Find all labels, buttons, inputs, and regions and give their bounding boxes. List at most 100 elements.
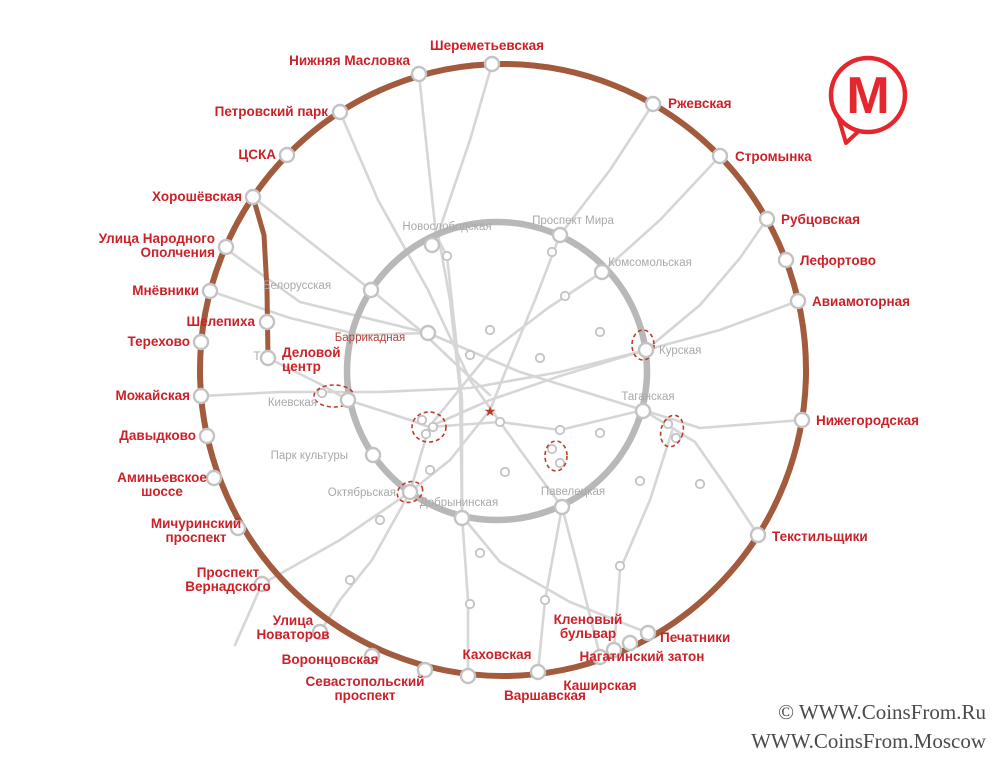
station-label-prospekt-mira: Проспект Мира xyxy=(532,215,614,227)
metro-line-3 xyxy=(220,244,760,537)
station-dot-petrovsky-park xyxy=(331,103,349,121)
junction-dot xyxy=(374,514,386,526)
station-dot-nizhnyaya-maslovka xyxy=(410,65,428,83)
station-dot-nizhegorodskaya xyxy=(793,411,811,429)
junction-dot xyxy=(464,598,476,610)
station-dot-mnyovniki xyxy=(201,282,219,300)
station-dot-kiyevskaya xyxy=(339,391,357,409)
station-dot-oktyabrskaya xyxy=(401,483,419,501)
metro-line-12 xyxy=(208,289,430,337)
station-dot-nagatinsky-zaton xyxy=(621,634,639,652)
station-dot-aminyevskoye-shosse xyxy=(205,469,223,487)
watermark-line-1: © WWW.CoinsFrom.Ru xyxy=(778,700,986,724)
metro-line-9 xyxy=(251,195,492,397)
bkl-branch xyxy=(250,194,271,361)
watermark-line-2: WWW.CoinsFrom.Moscow xyxy=(751,729,986,753)
junction-dot xyxy=(594,427,606,439)
junction-dot xyxy=(662,418,674,430)
junction-dot xyxy=(416,414,428,426)
junction-dot xyxy=(441,250,453,262)
junction-dot xyxy=(499,466,511,478)
station-label-tsska: ЦСКА xyxy=(238,147,276,162)
station-dot-michurinsky-prospekt xyxy=(229,519,247,537)
station-dot-davydkovo xyxy=(198,427,216,445)
station-label-stromynka: Стромынка xyxy=(735,149,812,164)
station-dot-taganskaya xyxy=(634,402,652,420)
transfer-oval xyxy=(544,440,568,472)
station-label-kiyevskaya: Киевская xyxy=(268,397,317,409)
junction-dot xyxy=(546,246,558,258)
station-label-belorusskaya: Белорусская xyxy=(263,280,331,292)
metro-line-2 xyxy=(338,110,564,674)
station-label-komsomolskaya: Комсомольская xyxy=(608,257,692,269)
station-label-nizhnyaya-maslovka: Нижняя Масловка xyxy=(289,53,410,68)
station-dot-delovoy-tsentr xyxy=(259,349,277,367)
station-dot-sevastopolsky-prospekt xyxy=(416,661,434,679)
station-label-rubtsovskaya: Рубцовская xyxy=(781,212,860,227)
transfer-oval xyxy=(659,414,685,448)
junction-dot xyxy=(427,421,439,433)
station-dot-paveletskaya xyxy=(553,498,571,516)
junction-dot xyxy=(634,475,646,487)
station-dot-terekhovo xyxy=(192,333,210,351)
station-dot-vorontsovskaya xyxy=(363,647,381,665)
station-label-tekstilshchiki: Текстильщики xyxy=(772,529,868,544)
station-label-mozhayskaya: Можайская xyxy=(115,388,190,403)
station-label-taganskaya: Таганская xyxy=(621,391,674,403)
metro-line-5 xyxy=(266,356,804,432)
station-label-mnyovniki: Мнёвники xyxy=(132,283,199,298)
junction-dot xyxy=(614,560,626,572)
station-label-shelepikha: Шелепиха xyxy=(187,314,256,329)
junction-dot xyxy=(546,443,558,455)
metro-line-4 xyxy=(199,217,769,398)
station-dot-kakhovskaya xyxy=(459,667,477,685)
transfer-oval xyxy=(411,411,447,443)
station-label-nizhegorodskaya: Нижегородская xyxy=(816,413,919,428)
station-label-petrovsky-park: Петровский парк xyxy=(215,104,329,119)
station-label-sheremetyevskaya: Шереметьевская xyxy=(430,38,544,53)
koltsevaya-ring xyxy=(343,218,651,524)
station-label-dobryninskaya: Добрынинская xyxy=(420,497,498,509)
transfer-oval xyxy=(396,480,424,504)
station-dot-stromynka xyxy=(711,147,729,165)
junction-dot xyxy=(474,547,486,559)
station-dot-kurskaya xyxy=(637,341,655,359)
metro-line-0 xyxy=(436,62,650,635)
station-label-terekhovo: Терехово xyxy=(128,334,190,349)
junction-dot xyxy=(464,349,476,361)
station-label-barrikadnaya: Баррикадная xyxy=(335,332,406,344)
station-label-aviamotornaya: Авиамоторная xyxy=(812,294,910,309)
metro-line-8 xyxy=(427,299,800,429)
station-dot-dobryninskaya xyxy=(453,509,471,527)
station-label-oktyabrskaya: Октябрьская xyxy=(328,487,396,499)
station-label-nagatinsky-zaton: Нагатинский затон xyxy=(580,649,705,664)
metro-line-1 xyxy=(417,72,470,678)
station-label-lefortovo: Лефортово xyxy=(800,253,876,268)
station-label-t-label: Т xyxy=(253,351,260,363)
junction-dot xyxy=(539,594,551,606)
junction-dot xyxy=(420,428,432,440)
junction-dot xyxy=(554,457,566,469)
metro-line-11 xyxy=(612,429,674,652)
station-label-davydkovo: Давыдково xyxy=(119,428,196,443)
kremlin-star: ★ xyxy=(484,403,497,419)
station-dot-komsomolskaya xyxy=(593,263,611,281)
station-dot-aviamotornaya xyxy=(789,292,807,310)
station-dot-tsska xyxy=(278,146,296,164)
station-dot-ulitsa-novatorov xyxy=(311,623,329,641)
station-dot-ulitsa-narodnogo-opolcheniya xyxy=(217,238,235,256)
station-label-paveletskaya: Павелецкая xyxy=(541,486,605,498)
junction-dot xyxy=(494,416,506,428)
metro-logo-circle xyxy=(828,55,908,135)
junction-dot xyxy=(484,324,496,336)
station-dot-mozhayskaya xyxy=(192,387,210,405)
station-dot-rubtsovskaya xyxy=(758,210,776,228)
